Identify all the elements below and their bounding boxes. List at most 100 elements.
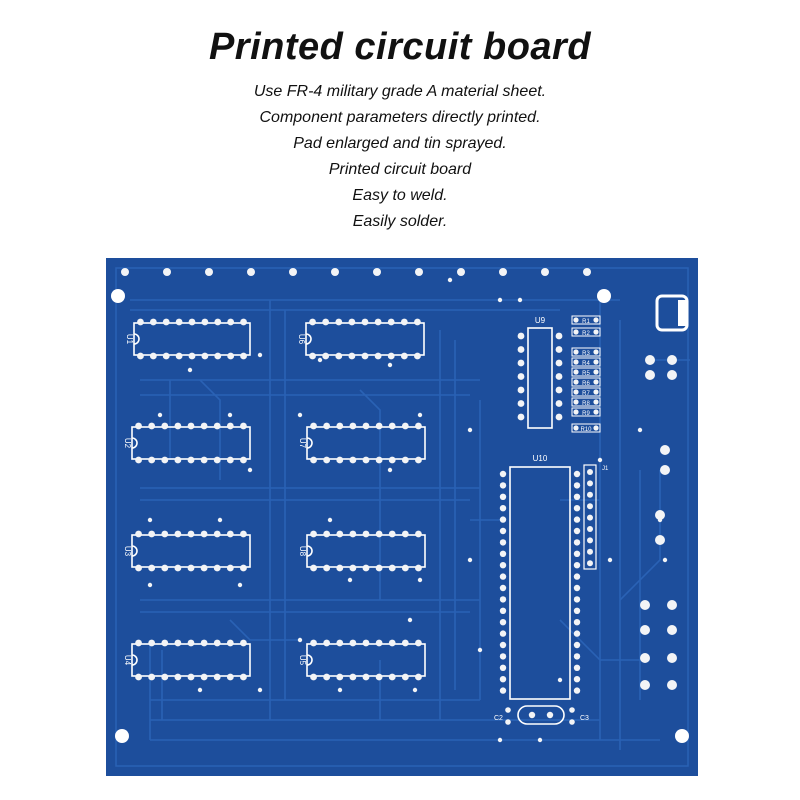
solder-pad: [655, 510, 665, 520]
chip-pin: [148, 456, 156, 464]
chip-pin: [200, 564, 208, 572]
chip-pin: [200, 673, 208, 681]
resistor-pad: [593, 349, 599, 355]
resistor-pad: [573, 329, 579, 335]
resistor-pad: [593, 329, 599, 335]
chip-pin: [349, 564, 357, 572]
via-pad: [297, 637, 303, 643]
capacitor-label: C3: [580, 715, 589, 722]
crystal-pad: [546, 711, 554, 719]
edge-connector-notch: [678, 300, 687, 326]
chip-outline: [509, 466, 571, 700]
resistor-label: R8: [582, 401, 590, 407]
chip-pin: [573, 584, 581, 592]
chip-pin: [336, 530, 344, 538]
solder-pad: [569, 719, 575, 725]
chip-pin: [499, 630, 507, 637]
mounting-hole: [111, 289, 125, 303]
resistor: R2: [571, 327, 601, 337]
resistor-label: R2: [582, 331, 590, 337]
chip-pin: [374, 318, 382, 326]
chip-pin: [555, 332, 563, 340]
solder-pad: [457, 268, 465, 276]
chip-pin: [336, 639, 344, 647]
board-substrate: [106, 258, 698, 776]
chip-label: U9: [535, 316, 546, 325]
via-pad: [187, 367, 193, 373]
chip-pin: [499, 550, 507, 557]
solder-pad: [655, 535, 665, 545]
chip-pin: [499, 505, 507, 512]
chip-pin: [323, 673, 331, 681]
via-pad: [197, 687, 203, 693]
resistor-outline: [571, 407, 601, 417]
via-pad: [467, 557, 473, 563]
chip-pin: [310, 564, 317, 572]
chip-pin: [227, 318, 235, 326]
chip-pin: [573, 493, 581, 500]
chip-pin: [240, 352, 247, 360]
chip-pin: [375, 673, 383, 681]
via-pad: [347, 577, 353, 583]
chip-pin: [573, 619, 581, 626]
chip-pin: [415, 530, 422, 538]
resistor-label: R7: [582, 391, 590, 397]
chip-pin: [336, 564, 344, 572]
chip-pin: [161, 456, 169, 464]
via-pad: [637, 427, 643, 433]
resistor-pad: [593, 359, 599, 365]
via-pad: [412, 687, 418, 693]
via-pad: [557, 677, 563, 683]
resistor-outline: [571, 367, 601, 377]
via-pad: [147, 582, 153, 588]
chip-pin: [573, 630, 581, 637]
chip-pin: [187, 673, 195, 681]
chip-pin: [361, 352, 369, 360]
chip-pin: [148, 422, 156, 430]
chip-pin: [573, 676, 581, 683]
chip-pin: [573, 516, 581, 523]
feature-list: Use FR-4 military grade A material sheet…: [0, 82, 800, 238]
chip-pin: [401, 422, 409, 430]
dip-chip: U6: [297, 318, 425, 360]
chip-notch: [306, 437, 313, 449]
chip-pin: [388, 564, 396, 572]
via-pad: [662, 557, 668, 563]
chip-label: U3: [123, 546, 132, 557]
chip-pin: [401, 564, 409, 572]
chip-pin: [135, 639, 142, 647]
resistor-outline: [571, 377, 601, 387]
chip-pin: [213, 673, 221, 681]
chip-pin: [573, 527, 581, 535]
solder-pad: [667, 625, 677, 635]
via-pad: [407, 617, 413, 623]
copper-trace: [199, 379, 221, 480]
chip-pin: [499, 482, 507, 489]
chip-pin: [323, 456, 331, 464]
via-pad: [467, 427, 473, 433]
chip-pin: [213, 456, 221, 464]
dip-chip: U3: [123, 530, 251, 572]
feature-line: Pad enlarged and tin sprayed.: [293, 135, 507, 152]
feature-line: Easily solder.: [352, 213, 448, 230]
resistor-outline: [571, 387, 601, 397]
chip-label: U2: [123, 438, 132, 449]
resistor-pad: [593, 425, 599, 431]
chip-pin: [415, 456, 422, 464]
chip-pin: [175, 352, 183, 360]
solder-pad: [541, 268, 549, 276]
via-pad: [147, 517, 153, 523]
chip-pin: [555, 359, 563, 367]
chip-pin: [362, 422, 370, 430]
chip-pin: [499, 676, 507, 683]
chip-pin: [348, 352, 356, 360]
chip-pin: [226, 422, 234, 430]
page-title: Printed circuit board: [208, 26, 592, 68]
via-pad: [237, 582, 243, 588]
chip-pin: [499, 470, 507, 478]
chip-pin: [388, 639, 396, 647]
chip-pin: [499, 664, 507, 671]
chip-pin: [188, 318, 196, 326]
chip-pin: [148, 673, 156, 681]
chip-pin: [175, 318, 183, 326]
